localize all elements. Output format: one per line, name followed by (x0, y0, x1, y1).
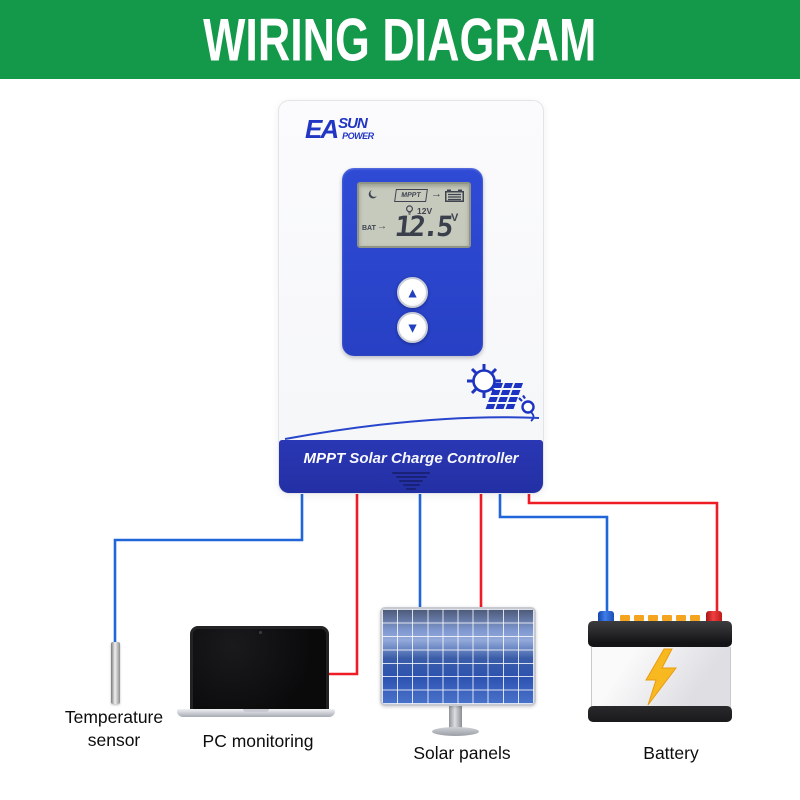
pc-monitoring-label: PC monitoring (202, 731, 314, 751)
vent-lines (392, 470, 430, 490)
plug-icon (518, 394, 535, 422)
lcd-screen: MPPT → 12V BA (357, 182, 471, 248)
solar-panel-icon (485, 383, 523, 409)
moon-icon (368, 190, 377, 199)
wire-battery-positive (527, 492, 719, 622)
lcd-load-row: 12V (359, 205, 469, 216)
solar-panel-pole (449, 702, 462, 730)
display-panel: MPPT → 12V BA (342, 168, 483, 356)
brand-logo: EA SUN POWER (305, 116, 374, 142)
laptop-screen (190, 626, 329, 716)
temperature-sensor-label: Temperature sensor (64, 707, 164, 750)
wire-battery-negative (498, 492, 609, 622)
down-button: ▼ (397, 312, 428, 343)
battery (588, 610, 732, 722)
page-title: WIRING DIAGRAM (203, 5, 597, 74)
footer-band: MPPT Solar Charge Controller (279, 440, 543, 493)
product-name: MPPT Solar Charge Controller (303, 450, 518, 467)
lightning-icon (645, 648, 678, 706)
lcd-status-row: MPPT → (359, 188, 469, 202)
title-banner: WIRING DIAGRAM (0, 0, 800, 79)
battery-voltage-value: 12.5 (393, 210, 453, 243)
bat-arrow-icon: → (377, 221, 387, 232)
swoosh-line (284, 416, 540, 440)
brand-logo-power: POWER (342, 131, 374, 141)
mppt-mode-indicator: MPPT (394, 189, 428, 202)
battery-icon (445, 189, 464, 202)
battery-top-band (588, 621, 732, 647)
down-arrow-icon: ▼ (405, 319, 420, 335)
system-voltage: 12V (417, 206, 433, 216)
webcam-dot (258, 631, 262, 634)
bulb-icon (405, 205, 414, 215)
wire-temperature-sensor (113, 492, 304, 644)
battery-bottom-band (588, 706, 732, 722)
solar-panel-base (432, 727, 479, 736)
lcd-voltage-row: BAT → 12.5 V (359, 210, 469, 244)
up-arrow-icon: ▲ (405, 284, 420, 300)
product-name-rest: Solar Charge Controller (345, 450, 519, 467)
wire-pc-monitoring (324, 492, 359, 676)
sun-solar-graphic (467, 364, 535, 422)
laptop-base (177, 709, 335, 717)
solar-panels-label: Solar panels (413, 743, 511, 763)
solar-panel (380, 607, 536, 706)
brand-logo-ea: EA (305, 114, 339, 144)
charge-controller: EA SUN POWER MPPT → (278, 100, 544, 494)
product-name-mppt: MPPT (303, 450, 346, 467)
battery-label: Battery (643, 743, 699, 763)
up-button: ▲ (397, 277, 428, 308)
brand-logo-sun: SUN (338, 115, 368, 132)
bat-label: BAT (362, 225, 376, 232)
battery-voltage-unit: V (451, 212, 459, 224)
flow-arrow-icon: → (431, 188, 442, 200)
sun-icon (467, 364, 501, 398)
temperature-sensor (111, 642, 120, 704)
